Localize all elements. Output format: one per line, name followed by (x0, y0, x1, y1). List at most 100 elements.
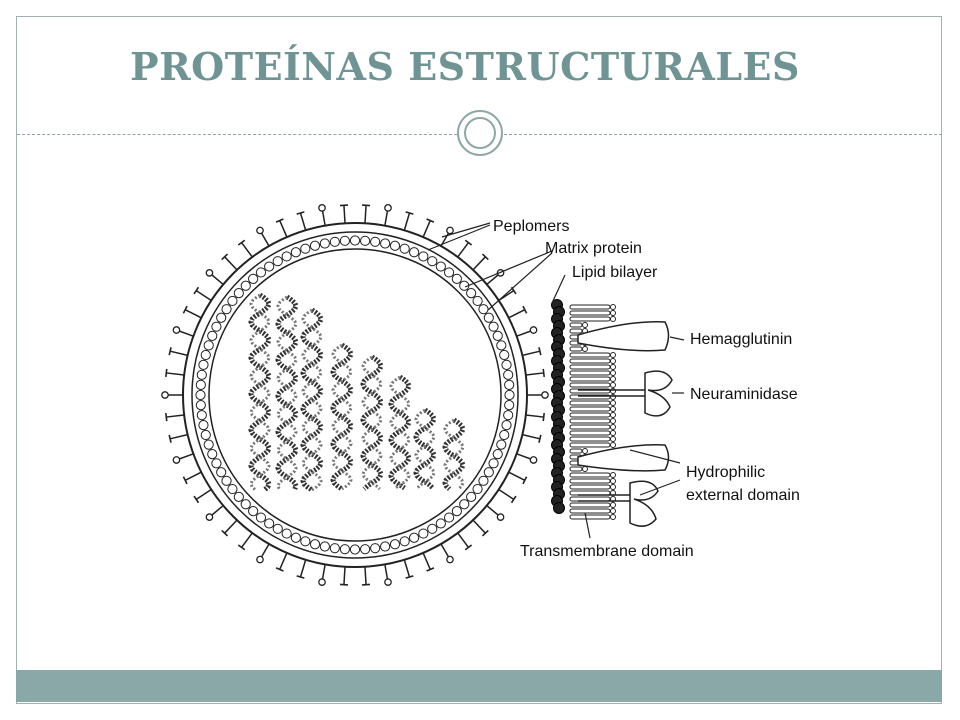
peplomer-head (542, 412, 545, 422)
peplomer-head (275, 218, 284, 223)
matrix-bead (290, 247, 301, 258)
label-peplomers: Peplomers (493, 218, 569, 235)
matrix-bead (496, 340, 507, 351)
matrix-bead (216, 467, 227, 478)
matrix-bead (488, 321, 499, 332)
matrix-bead (503, 369, 514, 380)
peplomer-stalk (279, 552, 288, 570)
peplomer-head (496, 513, 505, 521)
rnp-strand-back (331, 343, 353, 491)
peplomer-stalk (299, 212, 307, 231)
label-matrix-protein: Matrix protein (545, 240, 642, 257)
label-lipid-bilayer: Lipid bilayer (572, 264, 658, 281)
peplomer-stalk (508, 309, 526, 319)
matrix-bead (443, 267, 455, 278)
peplomer-stalk (522, 350, 541, 357)
matrix-bead (492, 330, 503, 341)
neuraminidase-spike (578, 370, 673, 527)
peplomer-stalk (224, 519, 238, 534)
matrix-bead (309, 240, 321, 251)
matrix-bead (203, 340, 214, 351)
lipid-molecule (569, 406, 611, 412)
lipid-molecule (569, 364, 611, 370)
peplomer-stalk (364, 205, 367, 224)
matrix-bead (216, 312, 227, 323)
peplomer-head (318, 578, 326, 586)
peplomer-head (481, 253, 489, 261)
matrix-bead (499, 349, 510, 361)
matrix-bead (427, 256, 438, 267)
matrix-bead (248, 273, 259, 284)
matrix-bead (466, 288, 477, 299)
matrix-bead (503, 410, 514, 421)
matrix-bead (409, 247, 420, 258)
matrix-bead (501, 359, 512, 370)
peplomer-head (541, 391, 549, 399)
matrix-bead (290, 532, 301, 543)
lipid-headgroup (610, 376, 616, 382)
peplomer-stalk (299, 559, 307, 578)
matrix-bead (492, 449, 503, 460)
matrix-bead (195, 389, 206, 401)
matrix-bead (496, 439, 507, 450)
rnp-strand (248, 292, 272, 492)
matrix-bead (472, 295, 483, 307)
matrix-bead (504, 379, 515, 390)
peplomer-head (510, 495, 517, 504)
matrix-inner-line (208, 248, 502, 542)
lipid-molecule (569, 370, 611, 376)
lipid-molecule (569, 484, 611, 490)
matrix-bead (380, 238, 391, 249)
matrix-bead (300, 243, 311, 254)
peplomer-head (165, 368, 168, 378)
peplomer-head (538, 434, 542, 443)
lipid-molecule (569, 358, 611, 364)
matrix-bead (198, 359, 209, 370)
peplomer-head (182, 476, 188, 485)
peplomer-head (256, 555, 264, 564)
lipid-headgroup (610, 400, 616, 406)
peplomer-stalk (195, 289, 212, 302)
peplomer-head (193, 495, 200, 504)
matrix-bead (233, 491, 244, 502)
matrix-bead (255, 267, 267, 278)
lipid-molecule (569, 400, 611, 406)
lipid-molecule (569, 352, 611, 358)
circle-ornament-icon (457, 110, 503, 156)
matrix-bead (472, 483, 483, 495)
label-hemagglutinin: Hemagglutinin (690, 331, 792, 348)
matrix-bead (466, 491, 477, 502)
lipid-molecule (569, 418, 611, 424)
peplomer-stalk (184, 309, 202, 319)
lipid-headgroup (610, 316, 616, 322)
peplomer-head (481, 529, 489, 537)
lipid-molecule (569, 466, 583, 472)
peplomer-stalk (240, 532, 253, 548)
matrix-bead (399, 536, 410, 547)
matrix-bead (478, 475, 489, 486)
matrix-bead (227, 295, 238, 307)
matrix-bead (272, 256, 283, 267)
peplomer-head (221, 529, 229, 537)
matrix-bead (203, 439, 214, 450)
matrix-bead (389, 539, 401, 550)
peplomer-stalk (279, 220, 288, 238)
lipid-headgroup (610, 358, 616, 364)
peplomer-head (384, 204, 392, 212)
lipid-molecule (569, 502, 611, 508)
matrix-bead (272, 523, 283, 534)
matrix-bead (195, 400, 206, 411)
peplomer-head (193, 286, 200, 295)
matrix-bead (435, 518, 446, 529)
lipid-molecule (569, 424, 611, 430)
virus-structure-diagram: Peplomers Matrix protein Lipid bilayer H… (161, 204, 800, 586)
matrix-bead (309, 539, 321, 550)
matrix-bead (349, 544, 361, 555)
lipid-molecule (569, 436, 611, 442)
peplomer-head (237, 239, 246, 246)
lipid-headgroup (610, 502, 616, 508)
peplomer-head (446, 555, 454, 564)
matrix-bead (248, 506, 259, 517)
peplomer-head (522, 476, 528, 485)
lipid-headgroup (582, 322, 588, 328)
